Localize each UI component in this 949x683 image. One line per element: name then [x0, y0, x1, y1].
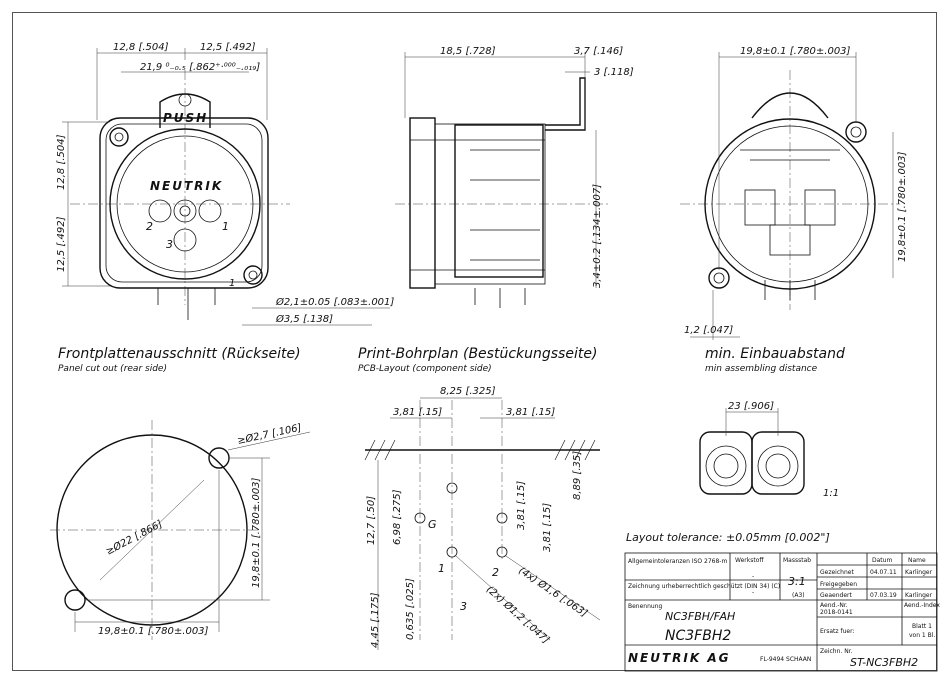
- tb-massstab-value: 3:1: [788, 575, 806, 588]
- tb-geaendert-date: 07.03.19: [870, 592, 897, 599]
- dim-side-depth: 18,5 [.728]: [440, 46, 496, 57]
- dim-rear-width: 19,8±0.1 [.780±.003]: [740, 46, 851, 57]
- pcb-subcaption: PCB-Layout (component side): [358, 364, 492, 374]
- tb-datum-label: Datum: [872, 557, 892, 564]
- dim-drill-4x: (4x) Ø1,6 [.063]: [516, 565, 589, 620]
- tb-gezeichnet-date: 04.07.11: [870, 569, 897, 576]
- front-view: PUSH NEUTRIK 2 1 3 1 12,8 [.504] 12,5 [.…: [56, 42, 394, 326]
- tb-aend-index-label: Aend.-Index: [904, 602, 940, 609]
- dim-drill-3-81a: 3,81 [.15]: [516, 481, 527, 530]
- tb-ersatz-label: Ersatz fuer:: [820, 628, 854, 635]
- tb-zeichn-label: Zeichn. Nr.: [820, 648, 853, 655]
- tb-freigegeben-label: Freigegeben: [820, 581, 857, 588]
- tb-massstab-sub: (A3): [792, 592, 805, 599]
- tb-gezeichnet-label: Gezeichnet: [820, 569, 854, 576]
- rear-view: 19,8±0.1 [.780±.003] 19,8±0.1 [.780±.003…: [680, 46, 908, 340]
- dim-drill-3-81b: 3,81 [.15]: [542, 503, 553, 552]
- min-caption: min. Einbauabstand: [705, 346, 845, 362]
- dim-front-top-left: 12,8 [.504]: [113, 42, 169, 53]
- tb-blatt: Blatt 1: [912, 623, 932, 630]
- tb-benennung-label: Benennung: [628, 603, 663, 610]
- dim-drill-6-98: 6,98 [.275]: [392, 489, 403, 545]
- dim-drill-left: 3,81 [.15]: [393, 407, 442, 418]
- dim-front-left-bottom: 12,5 [.492]: [56, 216, 67, 272]
- tb-geaendert-name: Karlinger: [905, 592, 933, 599]
- dim-drill-right: 3,81 [.15]: [506, 407, 555, 418]
- dim-front-width: 21,9 ⁰₋₀.₅ [.862⁺·⁰⁰⁰₋.₀₁₉]: [140, 62, 260, 73]
- dim-side-tab: 3,7 [.146]: [574, 46, 623, 57]
- dim-cutout-height: 19,8±0.1 [.780±.003]: [251, 477, 262, 588]
- dim-mount-hole: Ø3,5 [.138]: [275, 313, 333, 325]
- tb-designation1: NC3FBH/FAH: [665, 610, 735, 623]
- hole-label-2: 2: [492, 566, 499, 579]
- pin-3-label: 3: [166, 238, 173, 251]
- tb-name-label: Name: [908, 557, 926, 564]
- layout-tolerance: Layout tolerance: ±0.05mm [0.002"]: [626, 531, 830, 544]
- drawing-frame: [12, 12, 937, 671]
- dim-drill-2x: (2x) Ø1,2 [.047]: [484, 583, 552, 646]
- drill-plan: G 1 2 3 8,25 [.325] 3,81 [.15] 3,81 [.15…: [364, 386, 601, 650]
- pair-view: 23 [.906] 1:1: [699, 401, 839, 499]
- tb-general-tolerances: Allgemeintoleranzen ISO 2768-m: [628, 558, 727, 565]
- dim-drill-8-89: 8,89 [.35]: [572, 451, 583, 500]
- front-caption: Frontplattenausschnitt (Rückseite): [58, 346, 301, 362]
- cutout-view: ≥Ø22 [.866] ≥Ø2,7 [.106] 19,8±0.1 [.780±…: [50, 420, 311, 640]
- dim-drill-0-635: 0,635 [.025]: [405, 578, 416, 640]
- dim-cutout-hole: ≥Ø2,7 [.106]: [236, 422, 303, 447]
- hole-label-1: 1: [438, 562, 445, 575]
- tb-gezeichnet-name: Karlinger: [905, 569, 933, 576]
- tb-werkstoff-value2: -: [752, 589, 754, 596]
- pair-scale: 1:1: [823, 488, 839, 499]
- neutrik-logo-text: NEUTRIK: [150, 179, 223, 193]
- dim-rear-height: 19,8±0.1 [.780±.003]: [897, 151, 908, 262]
- pcb-caption: Print-Bohrplan (Bestückungsseite): [358, 346, 597, 362]
- tb-designation2: NC3FBH2: [665, 628, 731, 644]
- tb-zeichn-value: ST-NC3FBH2: [850, 656, 918, 669]
- front-subcaption: Panel cut out (rear side): [58, 364, 167, 374]
- dim-cutout-width: 19,8±0.1 [.780±.003]: [98, 626, 209, 637]
- tb-werkstoff-label: Werkstoff: [735, 557, 764, 564]
- tb-geaendert-label: Geaendert: [820, 592, 852, 599]
- dim-front-left-top: 12,8 [.504]: [56, 134, 67, 190]
- dim-drill-4-45: 4,45 [.175]: [370, 592, 381, 648]
- dim-drill-12-7: 12,7 [.50]: [366, 496, 377, 545]
- dim-rear-min: 1,2 [.047]: [684, 325, 733, 336]
- pin-1-marker: 1: [229, 278, 235, 289]
- hole-label-3: 3: [460, 600, 467, 613]
- tb-address: FL-9494 SCHAAN: [760, 656, 811, 663]
- tb-massstab-label: Massstab: [783, 557, 811, 564]
- tb-von: von 1 Bl.: [909, 632, 935, 639]
- side-view: 18,5 [.728] 3,7 [.146] 3 [.118] 3,4±0.2 …: [395, 46, 634, 308]
- tb-company-logo: NEUTRIK AG: [628, 651, 731, 665]
- dim-side-height: 3,4±0.2 [.134±.007]: [592, 184, 603, 288]
- tb-aend-nr-value: 2018-0141: [820, 609, 853, 616]
- tb-werkstoff-value: -: [752, 573, 754, 580]
- title-block: Allgemeintoleranzen ISO 2768-m Zeichnung…: [624, 552, 940, 672]
- dim-front-top-right: 12,5 [.492]: [200, 42, 256, 53]
- dim-pin-hole: Ø2,1±0.05 [.083±.001]: [275, 296, 394, 308]
- tb-copyright: Zeichnung urheberrechtlich geschützt (DI…: [628, 583, 780, 590]
- hole-label-g: G: [428, 518, 437, 531]
- dim-cutout-dia: ≥Ø22 [.866]: [104, 518, 165, 558]
- push-label: PUSH: [163, 111, 208, 125]
- min-subcaption: min assembling distance: [705, 364, 818, 374]
- dim-drill-span: 8,25 [.325]: [440, 386, 496, 397]
- tb-aend-nr-label: Aend.-Nr.: [820, 602, 848, 609]
- dim-side-tab2: 3 [.118]: [594, 67, 634, 78]
- dim-pair: 23 [.906]: [728, 401, 774, 412]
- pin-2-label: 2: [146, 220, 153, 233]
- pin-1-label: 1: [222, 220, 229, 233]
